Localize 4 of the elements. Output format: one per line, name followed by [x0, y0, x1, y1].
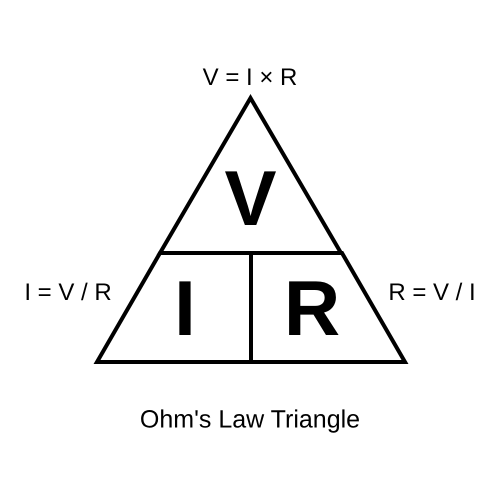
- formula-label: R = V / I: [388, 280, 476, 306]
- formula-label: V = I × R: [202, 64, 298, 92]
- caption: Ohm's Law Triangle: [140, 406, 360, 434]
- formula-label: I = V / R: [24, 280, 112, 306]
